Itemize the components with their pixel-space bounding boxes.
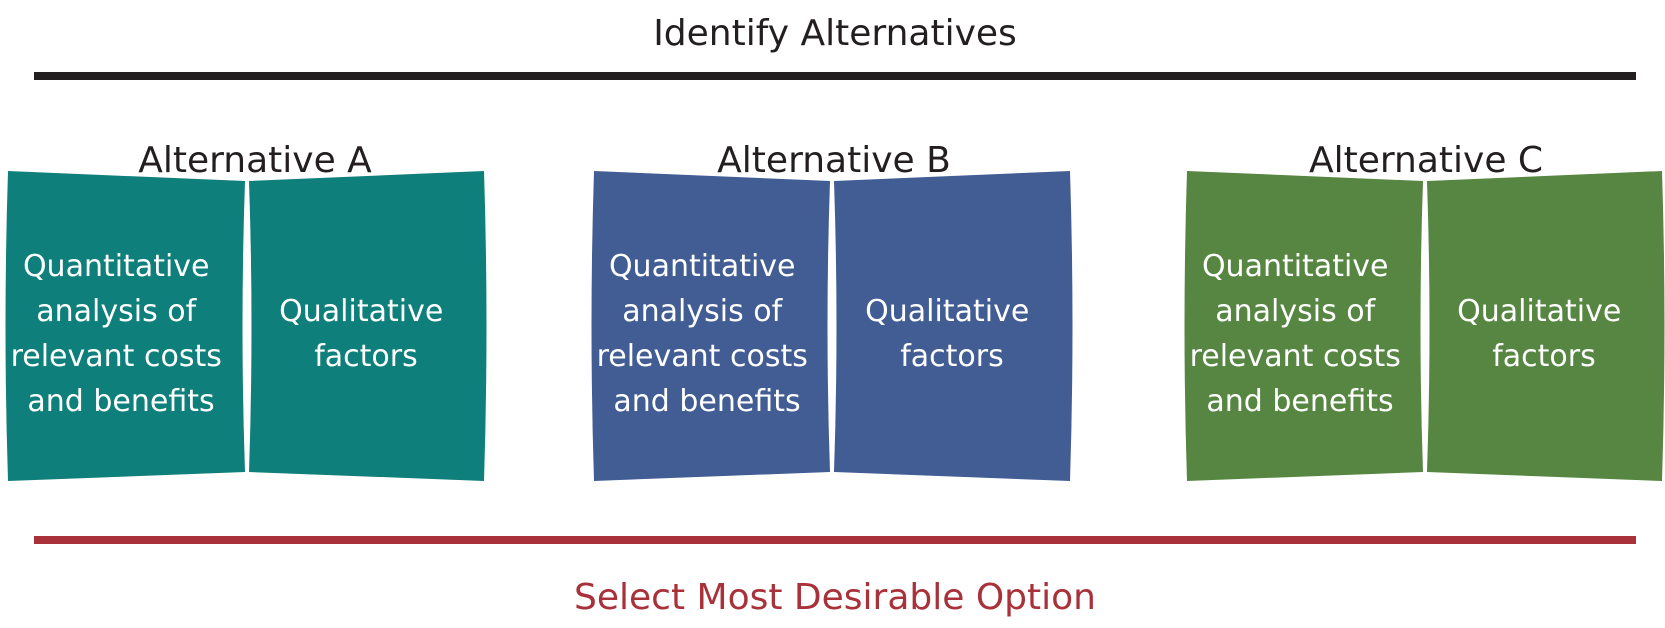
header-title: Identify Alternatives xyxy=(653,13,1017,54)
alternative-b-qualitative-text: Qualitative factors xyxy=(865,294,1039,374)
alternative-c-group: Alternative C Quantitative analysis of r… xyxy=(1184,140,1665,481)
alternative-a-qualitative-panel xyxy=(249,171,487,481)
alternative-b-group: Alternative B Quantitative analysis of r… xyxy=(591,140,1073,481)
alternative-c-qualitative-text: Qualitative factors xyxy=(1457,294,1631,374)
alternative-b-qualitative-panel xyxy=(834,171,1073,481)
alternative-c-quantitative-panel xyxy=(1184,171,1423,481)
alternative-c-label: Alternative C xyxy=(1309,140,1543,181)
alternative-c-quantitative-text: Quantitative analysis of relevant costs … xyxy=(1190,249,1411,419)
footer-title: Select Most Desirable Option xyxy=(574,577,1096,618)
alternative-a-group: Alternative A Quantitative analysis of r… xyxy=(5,140,487,481)
alternative-c-qualitative-panel xyxy=(1427,171,1665,481)
alternative-a-quantitative-text: Quantitative analysis of relevant costs … xyxy=(11,249,232,419)
alternative-b-quantitative-panel xyxy=(591,171,830,481)
top-divider xyxy=(34,72,1636,80)
alternative-a-label: Alternative A xyxy=(138,140,372,181)
alternative-a-quantitative-panel xyxy=(5,171,245,481)
alternative-a-qualitative-text: Qualitative factors xyxy=(279,294,453,374)
alternative-b-quantitative-text: Quantitative analysis of relevant costs … xyxy=(597,249,818,419)
alternative-b-label: Alternative B xyxy=(717,140,951,181)
bottom-divider xyxy=(34,536,1636,544)
